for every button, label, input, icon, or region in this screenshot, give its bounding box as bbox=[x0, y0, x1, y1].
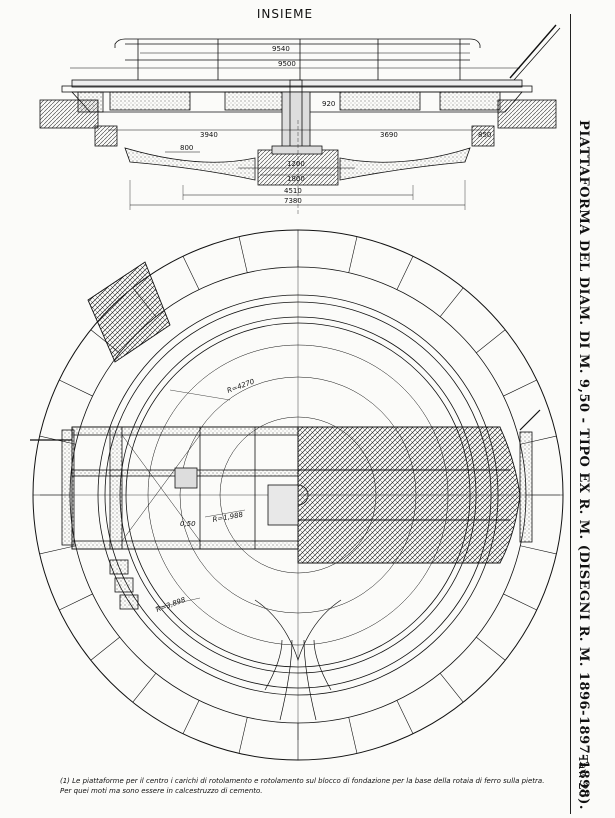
masonry-joint bbox=[182, 700, 200, 734]
masonry-joint bbox=[238, 717, 248, 754]
radius-4270: R=4270 bbox=[226, 377, 256, 394]
masonry-joint bbox=[59, 379, 93, 397]
sheet-heading: INSIEME bbox=[256, 7, 314, 21]
masonry-joint bbox=[476, 329, 506, 354]
dim-4510: 4510 bbox=[284, 187, 302, 195]
footnote-caption: (1) Le piattaforme per il centro i caric… bbox=[60, 777, 545, 795]
plan-view bbox=[30, 229, 564, 761]
elevation-dimensions: 9540 9500 3940 3690 920 800 850 1200 180… bbox=[180, 45, 491, 205]
masonry-joint bbox=[439, 673, 464, 703]
radius-050: 0,50 bbox=[180, 520, 196, 528]
masonry-joint bbox=[476, 636, 506, 661]
lever-arm bbox=[509, 24, 557, 79]
masonry-joint bbox=[396, 700, 414, 734]
pit-floor bbox=[124, 147, 256, 181]
masonry-joint bbox=[396, 256, 414, 290]
masonry-joint bbox=[439, 287, 464, 317]
handrail bbox=[114, 38, 481, 80]
end-beam-left bbox=[61, 429, 75, 546]
bridge-grated-deck bbox=[297, 426, 521, 564]
dim-800: 800 bbox=[180, 144, 193, 152]
foundation-block bbox=[257, 149, 339, 186]
masonry-joint bbox=[238, 236, 248, 273]
masonry-joint bbox=[90, 636, 120, 661]
masonry-joint bbox=[348, 717, 358, 754]
elevation-section bbox=[39, 24, 561, 215]
central-pivot bbox=[281, 91, 311, 148]
end-beam-right bbox=[519, 431, 533, 543]
pit-cover-grate bbox=[87, 261, 171, 363]
dim-3690: 3690 bbox=[380, 131, 398, 139]
masonry-joint bbox=[520, 545, 557, 555]
dim-1800: 1800 bbox=[287, 175, 305, 183]
masonry-joint bbox=[503, 379, 537, 397]
pit-wall-left bbox=[39, 99, 99, 129]
dim-9500: 9500 bbox=[278, 60, 296, 68]
masonry-joint bbox=[348, 236, 358, 273]
plan-radii: R=4270 R=1,988 R=3,898 0,50 bbox=[155, 377, 256, 613]
dim-850: 850 bbox=[478, 131, 491, 139]
pit-wall-right bbox=[497, 99, 557, 129]
pit-tracks bbox=[264, 639, 332, 721]
masonry-joint bbox=[503, 593, 537, 611]
dim-7380: 7380 bbox=[284, 197, 302, 205]
sheet-frame-line bbox=[570, 14, 571, 814]
masonry-joint bbox=[182, 256, 200, 290]
radius-1988: R=1,988 bbox=[212, 511, 244, 524]
dim-1200: 1200 bbox=[287, 160, 305, 168]
dim-920: 920 bbox=[322, 100, 335, 108]
dim-9540: 9540 bbox=[272, 45, 290, 53]
masonry-joint bbox=[39, 545, 76, 555]
dim-3940: 3940 bbox=[200, 131, 218, 139]
masonry-joint bbox=[132, 673, 157, 703]
masonry-joint bbox=[59, 593, 93, 611]
